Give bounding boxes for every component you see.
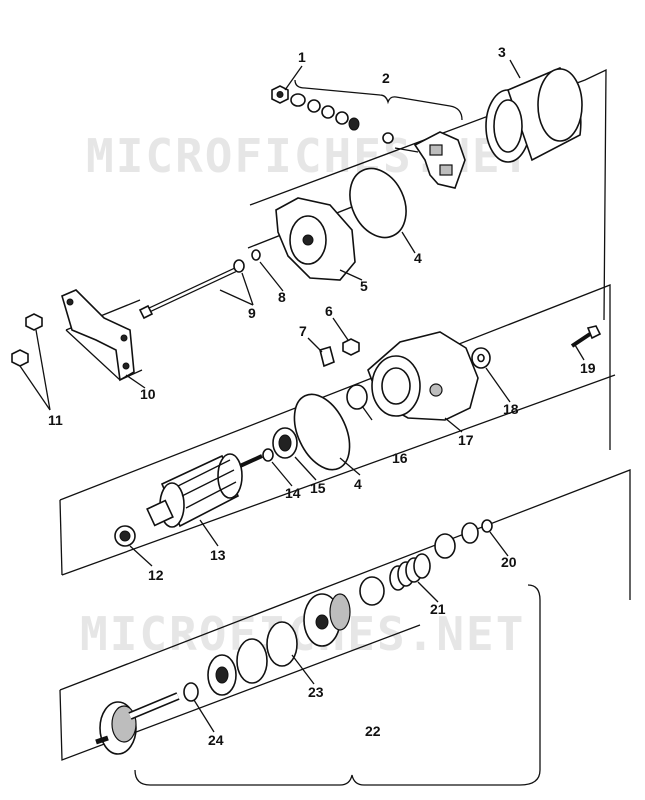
callout-3: 3	[498, 44, 506, 60]
washer-18-hole	[477, 353, 485, 363]
yoke-icon	[485, 67, 583, 163]
middle-frame-lines	[59, 284, 631, 761]
callout-11: 11	[48, 412, 63, 428]
brush-holder-icon	[394, 131, 466, 189]
armature-icon	[146, 453, 263, 528]
end-cover-icon	[275, 197, 356, 281]
bolt-19-icon	[570, 325, 602, 348]
callout-8: 8	[278, 289, 286, 305]
watermark-top: MICROFICHES.NET	[86, 129, 531, 183]
callout-21: 21	[430, 601, 446, 617]
nut-small-icon	[319, 338, 360, 368]
gear-housing-icon	[367, 331, 479, 421]
bearing-12-icon	[114, 525, 136, 547]
bracket-22	[134, 584, 541, 786]
clutch-icon	[359, 519, 493, 606]
pinion-gear-icon	[95, 593, 351, 755]
through-bolt-icon	[138, 259, 245, 320]
callout-labels: 1 2 3 4 5 6 7 8 9 10 11 12 13 14 15 4 16…	[48, 44, 596, 748]
callout-2: 2	[382, 70, 390, 86]
callout-4-middle: 4	[354, 476, 362, 492]
o-ring-middle-icon	[293, 393, 351, 471]
callout-15: 15	[310, 480, 326, 496]
callout-5: 5	[360, 278, 368, 294]
bearing-icon	[262, 427, 298, 462]
callout-20: 20	[501, 554, 517, 570]
callout-22: 22	[365, 723, 381, 739]
callout-6: 6	[325, 303, 333, 319]
callout-12: 12	[148, 567, 164, 583]
callout-17: 17	[458, 432, 474, 448]
callout-7: 7	[299, 323, 307, 339]
bracket-icon	[61, 289, 135, 382]
callout-19: 19	[580, 360, 596, 376]
callout-13: 13	[210, 547, 226, 563]
callout-10: 10	[140, 386, 156, 402]
bolt-icon	[11, 313, 43, 367]
washer-stack-icon	[290, 93, 394, 144]
callout-24: 24	[208, 732, 224, 748]
callout-16: 16	[392, 450, 408, 466]
spring-icon	[389, 553, 431, 591]
nut-icon	[271, 85, 289, 104]
callout-1: 1	[298, 49, 306, 65]
callout-4-upper: 4	[414, 250, 422, 266]
bracket-2	[294, 79, 463, 121]
washer-icon	[251, 249, 261, 261]
callout-18: 18	[503, 401, 519, 417]
o-ring-upper-icon	[349, 167, 407, 239]
callout-14: 14	[285, 485, 301, 501]
callout-9: 9	[248, 305, 256, 321]
watermark-bottom: MICROFICHES.NET	[80, 607, 525, 661]
o-ring-small-icon	[346, 384, 368, 410]
leader-lines	[19, 59, 585, 733]
callout-23: 23	[308, 684, 324, 700]
